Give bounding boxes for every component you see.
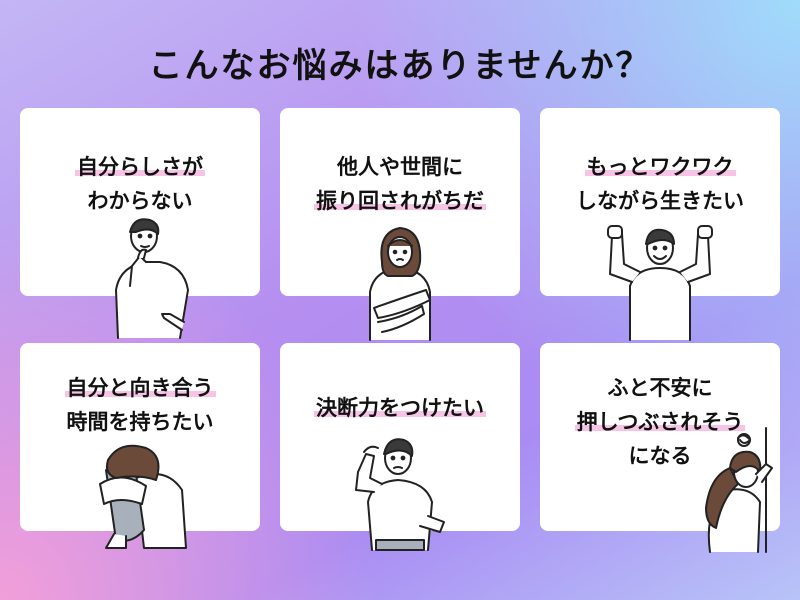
card-line: ふと不安に — [607, 376, 713, 400]
card-line: 押しつぶされそう — [574, 410, 746, 434]
card-line: わからない — [87, 189, 193, 213]
overwhelmed-woman-illustration — [705, 427, 773, 553]
card-line: 振り回されがちだ — [314, 189, 486, 213]
card-line: 決断力をつけたい — [314, 396, 486, 420]
thinking-man-illustration — [115, 218, 189, 339]
card-text: 決断力をつけたい — [280, 391, 520, 425]
excited-man-illustration — [607, 225, 713, 341]
card-line: しながら生きたい — [576, 189, 744, 213]
card-text: 他人や世間に 振り回されがちだ — [280, 150, 520, 218]
card-line: になる — [628, 444, 692, 468]
card-text: ふと不安に 押しつぶされそう になる — [540, 371, 780, 473]
card-line: もっとワクワク — [584, 155, 736, 179]
card-line: 自分と向き合う — [64, 376, 216, 400]
card-line: 自分らしさが — [75, 155, 205, 179]
anxious-woman-illustration — [369, 227, 431, 341]
card-text: もっとワクワク しながら生きたい — [540, 150, 780, 218]
card-line: 他人や世間に — [337, 155, 463, 179]
card-text: 自分らしさが わからない — [20, 150, 260, 218]
indecisive-man-illustration — [355, 438, 445, 551]
sitting-person-illustration — [99, 444, 187, 549]
page-title: こんなお悩みはありませんか？ — [148, 46, 652, 86]
card-line: 時間を持ちたい — [66, 410, 214, 434]
card-text: 自分と向き合う 時間を持ちたい — [20, 371, 260, 439]
card-excitement: もっとワクワク しながら生きたい — [540, 108, 780, 296]
